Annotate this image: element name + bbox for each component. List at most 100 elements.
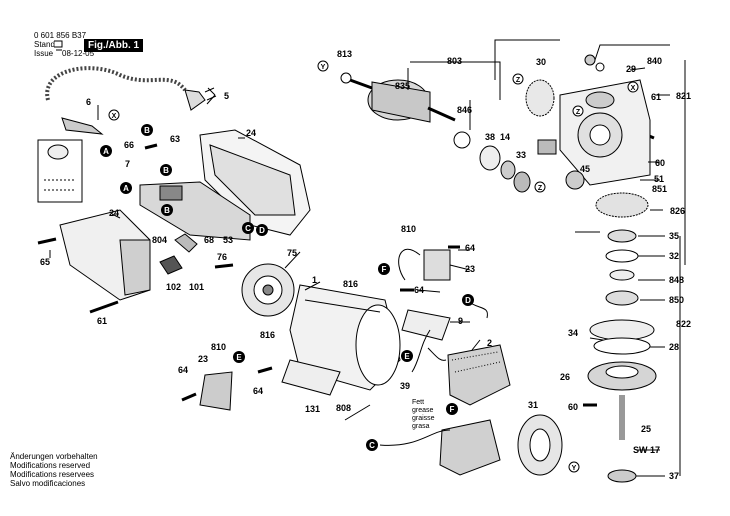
retaining-ring-846: [453, 131, 471, 149]
part-label: 60: [655, 158, 665, 168]
callout-letter: X: [631, 85, 636, 92]
part-label: 24: [246, 128, 256, 138]
callout-z: [512, 73, 524, 85]
callout-b: [160, 164, 172, 176]
callout-e: [401, 350, 413, 362]
part-label: 64: [465, 243, 475, 253]
callout-letter: E: [404, 352, 410, 361]
plate-131: [281, 359, 341, 396]
part-label: 53: [223, 235, 233, 245]
part-label: 64: [253, 386, 263, 396]
issue-label: Issue: [34, 49, 54, 58]
part-label: 850: [669, 295, 684, 305]
footer-line: Modifications reserved: [10, 461, 91, 470]
callout-z: [572, 105, 584, 117]
callout-f: [378, 263, 390, 275]
field-coil: [447, 344, 511, 406]
callout-letter: Y: [572, 465, 577, 472]
part-label: 810: [401, 224, 416, 234]
power-cord: [45, 66, 187, 101]
callout-c: [242, 222, 254, 234]
part-label: 37: [669, 471, 679, 481]
callout-letter: D: [259, 226, 265, 235]
part-label: 29: [626, 64, 636, 74]
grease-note-line: grease: [412, 407, 434, 414]
part-label: 23: [465, 264, 475, 274]
pinion-45: [565, 170, 585, 190]
bearing-850: [605, 290, 639, 306]
footer-line: Salvo modificaciones: [10, 479, 86, 488]
part-label: 64: [414, 285, 424, 295]
part-label: 2: [487, 338, 492, 348]
callout-letter: E: [236, 353, 242, 362]
footer-line: Änderungen vorbehalten: [10, 452, 98, 461]
callout-letter: Z: [576, 109, 581, 116]
part-label: 39: [400, 381, 410, 391]
callout-e: [233, 351, 245, 363]
part-label: 804: [152, 235, 167, 245]
callout-d: [256, 224, 268, 236]
callout-f: [446, 403, 458, 415]
guard-holder-34: [589, 319, 655, 341]
callout-x: [627, 81, 639, 93]
callout-b: [161, 204, 173, 216]
callout-y: [317, 60, 329, 72]
part-label: 6: [86, 97, 91, 107]
part-label: 61: [651, 92, 661, 102]
part-label: 68: [204, 235, 214, 245]
part-label: 45: [580, 164, 590, 174]
part-label: 26: [560, 372, 570, 382]
leader-5: [206, 87, 216, 105]
part-label: 32: [669, 251, 679, 261]
part-label: 66: [124, 140, 134, 150]
callout-letter: C: [369, 441, 375, 450]
part-label: 34: [568, 328, 578, 338]
part-label: 131: [305, 404, 320, 414]
part-label: 60: [568, 402, 578, 412]
part-label: 24: [109, 208, 119, 218]
part-label: 65: [40, 257, 50, 267]
part-label: 102: [166, 282, 181, 292]
part-label: 851: [652, 184, 667, 194]
callout-a: [120, 182, 132, 194]
callout-letter: F: [382, 265, 387, 274]
callout-letter: B: [163, 166, 169, 175]
brush-holder-23: [423, 249, 451, 281]
stand-label: Stand: [34, 40, 55, 49]
bevel-gear-30: [525, 79, 555, 117]
part-label: 826: [670, 206, 685, 216]
part-label: 810: [211, 342, 226, 352]
screw-65: [37, 237, 57, 245]
part-label: 64: [178, 365, 188, 375]
part-label: 813: [337, 49, 352, 59]
footer-line: Modifications reservees: [10, 470, 95, 479]
mains-plug: [184, 89, 206, 111]
bearing-33: [513, 171, 531, 193]
part-label: 816: [343, 279, 358, 289]
callout-letter: X: [112, 113, 117, 120]
crown-gear-826: [595, 192, 649, 218]
callout-letter: Z: [538, 185, 543, 192]
part-label: 28: [669, 342, 679, 352]
figure-badge: Fig./Abb. 1: [84, 39, 144, 52]
callout-letter: C: [245, 224, 251, 233]
part-label: 840: [647, 56, 662, 66]
part-label: 7: [125, 159, 130, 169]
part-label: 63: [170, 134, 180, 144]
footer-notice: Änderungen vorbehalten Modifications res…: [10, 452, 98, 488]
part-label: 75: [287, 248, 297, 258]
callout-letter: A: [103, 147, 109, 156]
part-label: SW 17: [633, 445, 660, 455]
part-label: 9: [458, 316, 463, 326]
callout-d: [462, 294, 474, 306]
clamping-nut-37: [607, 469, 637, 483]
part-label: 61: [97, 316, 107, 326]
part-label: 1: [312, 275, 317, 285]
cord-sleeve: [61, 117, 104, 135]
screw-61: [89, 300, 119, 314]
callout-letter: D: [465, 296, 471, 305]
callout-z: [534, 181, 546, 193]
part-label: 816: [260, 330, 275, 340]
part-label: 14: [500, 132, 510, 142]
bearing-35: [607, 229, 637, 243]
